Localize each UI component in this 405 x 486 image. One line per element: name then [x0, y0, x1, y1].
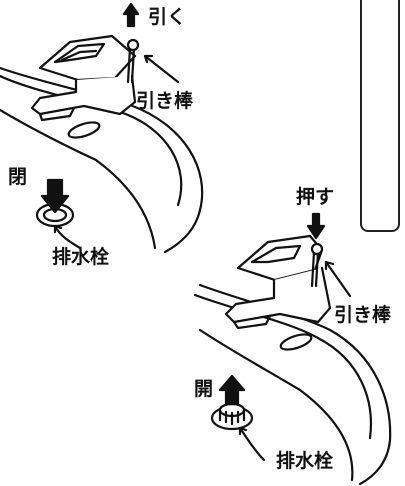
bottom-down-arrow-icon: [306, 212, 326, 240]
top-pull-rod: [126, 38, 140, 84]
top-rod-pointer: [143, 54, 180, 84]
top-faucet: [30, 34, 137, 139]
push-label: 押す: [296, 186, 335, 208]
bottom-push-rod: [310, 242, 324, 288]
top-drain-plug: [35, 178, 82, 250]
bottom-rod-label: 引き棒: [334, 304, 392, 326]
note-frame: [360, 0, 400, 232]
top-rod-label: 引き棒: [136, 90, 194, 112]
top-up-arrow-icon: [122, 2, 140, 28]
pull-label: 引く: [148, 6, 187, 28]
top-drain-plug-label: 排水栓: [52, 246, 110, 268]
bottom-rod-pointer: [324, 260, 352, 298]
open-label: 開: [194, 378, 214, 400]
bottom-drain-plug-label: 排水栓: [276, 450, 334, 472]
closed-label: 閉: [8, 166, 28, 188]
bottom-drain-plug: [210, 374, 266, 462]
